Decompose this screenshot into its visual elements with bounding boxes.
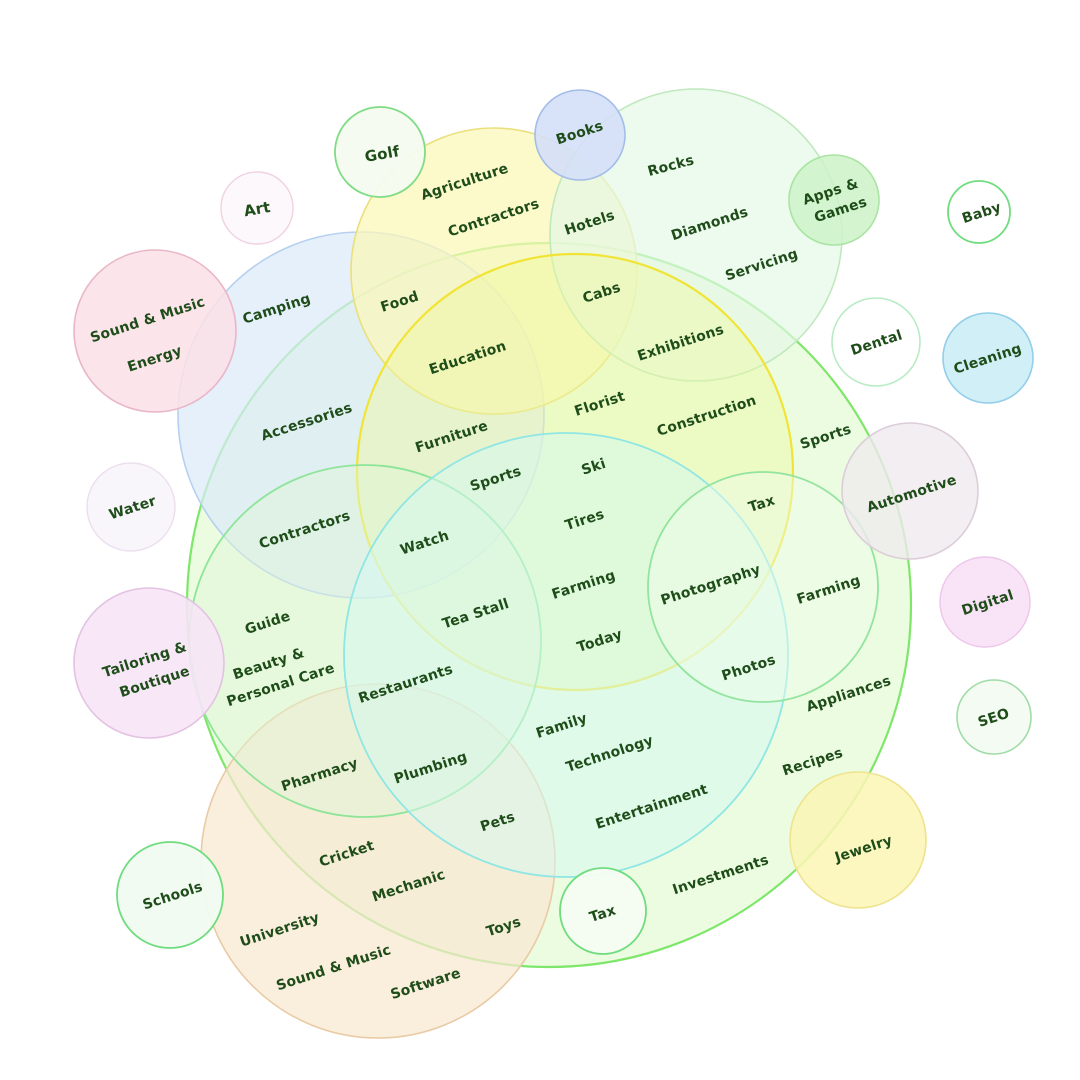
circle-art	[220, 171, 294, 245]
circle-tailoring	[73, 587, 225, 739]
label-tax-right: Tax	[747, 492, 777, 516]
label-ski: Ski	[580, 456, 609, 479]
label-golf: Golf	[363, 142, 401, 166]
circle-cyan	[343, 432, 789, 878]
circle-digital	[939, 556, 1031, 648]
label-art: Art	[242, 198, 272, 220]
circle-baby	[947, 180, 1011, 244]
circle-jewelry	[789, 771, 927, 909]
circle-schools	[116, 841, 224, 949]
circle-dental	[831, 297, 921, 387]
label-tax-bottom: Tax	[588, 902, 618, 926]
circle-cleaning	[942, 312, 1034, 404]
circle-apps-games	[788, 154, 880, 246]
circle-green-right	[647, 471, 879, 703]
circle-water	[86, 462, 176, 552]
circle-automotive	[841, 422, 979, 560]
circle-books	[534, 89, 626, 181]
circle-seo	[956, 679, 1032, 755]
circle-tax-small	[559, 867, 647, 955]
circle-sound-music-energy	[73, 249, 237, 413]
circle-golf	[334, 106, 426, 198]
circles-layer	[73, 88, 1034, 1039]
